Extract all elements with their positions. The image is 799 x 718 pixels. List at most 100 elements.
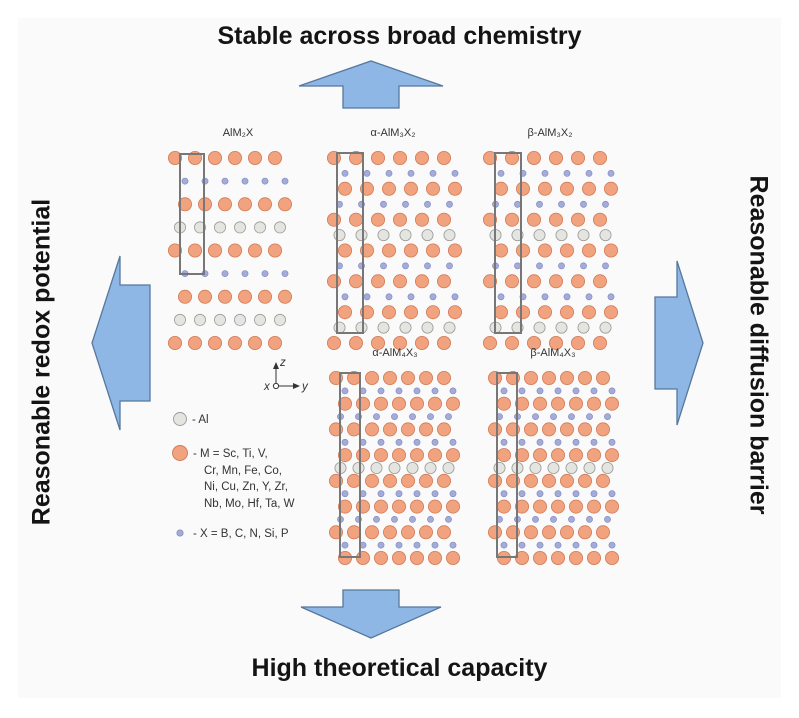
x-atom <box>181 177 189 185</box>
x-atom <box>514 262 521 270</box>
m-atom <box>373 551 388 566</box>
m-atom <box>418 525 433 540</box>
al-atom <box>370 461 383 474</box>
x-atom <box>409 516 416 523</box>
x-atom <box>568 413 575 420</box>
m-atom <box>346 422 361 437</box>
x-axis-label: x <box>263 381 271 393</box>
legend-al-swatch <box>173 412 187 426</box>
x-atom <box>395 387 403 395</box>
al-atom <box>213 221 226 234</box>
x-atom <box>385 293 393 301</box>
m-atom <box>516 305 531 320</box>
x-atom <box>586 413 593 420</box>
m-atom <box>551 448 566 463</box>
legend-x-swatch <box>176 529 184 537</box>
x-atom <box>532 516 539 523</box>
m-atom <box>346 525 361 540</box>
m-atom <box>247 243 262 258</box>
al-atom <box>533 229 546 242</box>
x-atom <box>554 541 562 549</box>
m-atom <box>436 150 451 165</box>
x-atom <box>536 438 544 446</box>
al-atom <box>406 461 419 474</box>
al-atom <box>599 229 612 242</box>
m-atom <box>337 181 352 196</box>
m-atom <box>560 181 575 196</box>
m-atom <box>571 335 586 350</box>
m-atom <box>381 243 396 258</box>
m-atom <box>542 370 557 385</box>
al-atom <box>377 229 390 242</box>
x-atom <box>377 438 385 446</box>
m-atom <box>382 422 397 437</box>
m-atom <box>370 150 385 165</box>
al-atom <box>577 229 590 242</box>
m-atom <box>593 274 608 289</box>
m-atom <box>516 243 531 258</box>
m-atom <box>392 150 407 165</box>
m-atom <box>227 150 242 165</box>
x-atom <box>341 438 349 446</box>
al-atom <box>555 321 568 334</box>
m-atom <box>538 181 553 196</box>
x-atom <box>261 270 269 277</box>
al-atom <box>233 221 246 234</box>
m-atom <box>605 448 620 463</box>
m-atom <box>382 525 397 540</box>
m-atom <box>482 274 497 289</box>
m-atom <box>587 551 602 566</box>
m-atom <box>515 396 530 411</box>
m-atom <box>538 243 553 258</box>
m-atom <box>337 396 352 411</box>
al-atom <box>555 229 568 242</box>
x-atom <box>558 262 565 270</box>
al-atom <box>443 321 456 334</box>
m-atom <box>447 243 462 258</box>
m-atom <box>504 274 519 289</box>
x-atom <box>602 200 609 208</box>
m-atom <box>436 370 451 385</box>
m-atom <box>326 335 341 350</box>
x-atom <box>572 438 580 446</box>
m-atom <box>373 499 388 514</box>
m-atom <box>569 448 584 463</box>
m-atom <box>267 243 282 258</box>
m-atom <box>549 150 564 165</box>
m-atom <box>425 305 440 320</box>
m-atom <box>515 448 530 463</box>
al-atom <box>333 321 346 334</box>
x-atom <box>341 541 349 549</box>
x-atom <box>500 490 508 498</box>
m-atom <box>538 305 553 320</box>
m-atom <box>382 370 397 385</box>
x-atom <box>604 516 611 523</box>
m-atom <box>418 370 433 385</box>
al-atom <box>601 461 614 474</box>
x-atom <box>449 490 457 498</box>
m-atom <box>409 499 424 514</box>
x-atom <box>541 169 549 177</box>
x-atom <box>431 541 439 549</box>
m-atom <box>418 422 433 437</box>
m-atom <box>542 525 557 540</box>
x-atom <box>590 541 598 549</box>
x-atom <box>586 516 593 523</box>
panel-label-AlM2X: AlM₂X <box>223 127 254 139</box>
panel-alpha-AlM4X3: α-AlM₄X₃ <box>328 347 460 566</box>
m-atom <box>227 243 242 258</box>
m-atom <box>427 551 442 566</box>
m-atom <box>487 422 502 437</box>
m-atom <box>549 212 564 227</box>
m-atom <box>370 335 385 350</box>
m-atom <box>596 473 611 488</box>
x-atom <box>281 270 289 277</box>
x-atom <box>341 293 349 301</box>
m-atom <box>569 551 584 566</box>
x-atom <box>536 262 543 270</box>
al-atom <box>529 461 542 474</box>
al-atom <box>352 461 365 474</box>
m-atom <box>337 499 352 514</box>
m-atom <box>593 212 608 227</box>
